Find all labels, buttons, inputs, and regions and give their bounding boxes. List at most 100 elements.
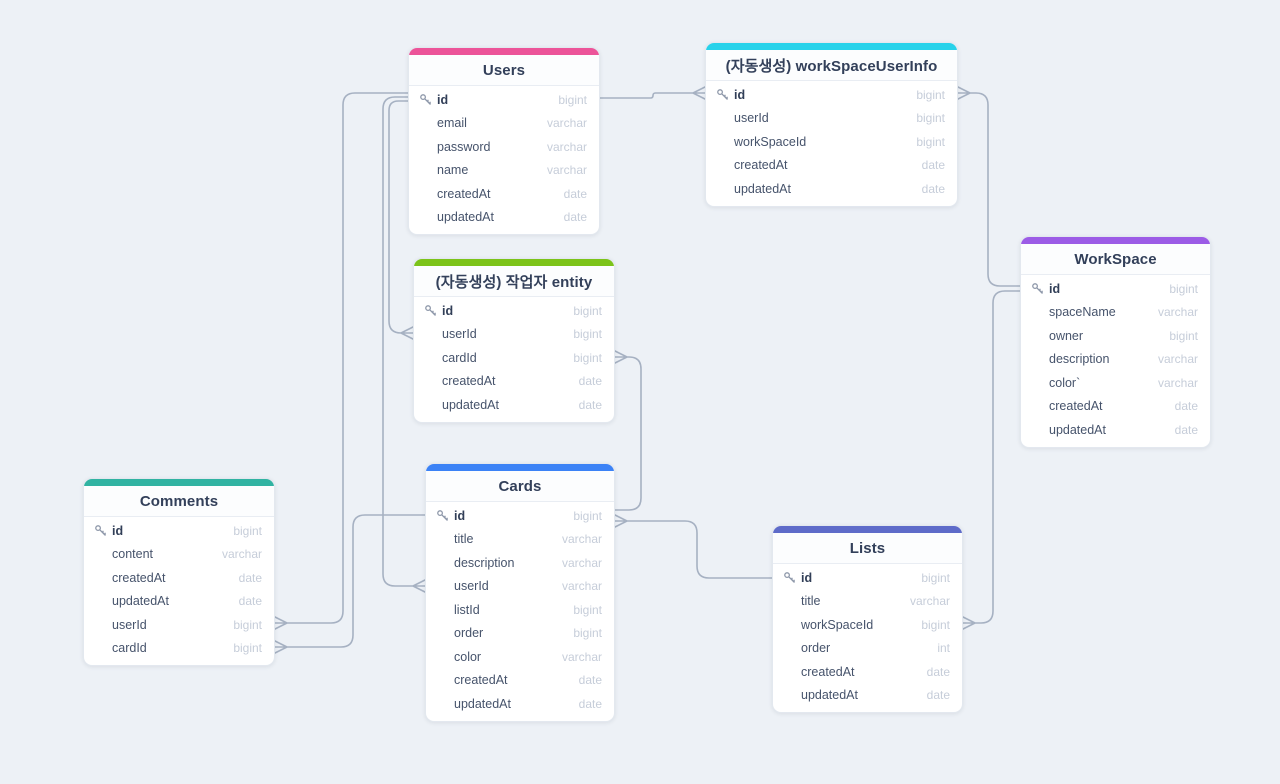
field-type: date	[921, 181, 945, 196]
table-title-lists[interactable]: Lists	[773, 533, 962, 564]
field-name: workSpaceId	[734, 134, 807, 149]
field-type: date	[578, 673, 602, 688]
field-type: varchar	[1157, 305, 1198, 320]
field-type: bigint	[921, 617, 950, 632]
field-name: password	[437, 139, 491, 154]
relation-cards_lists[interactable]	[614, 514, 773, 579]
field-type: varchar	[561, 579, 602, 594]
field-name: updatedAt	[734, 181, 791, 196]
field-type: bigint	[921, 570, 950, 585]
field-type: date	[578, 397, 602, 412]
field-workspace-user-info-updatedAt[interactable]: updatedAt date	[706, 177, 957, 201]
field-name: userId	[734, 111, 769, 126]
relation-users_comments-userid[interactable]	[274, 92, 409, 630]
table-title-comments[interactable]: Comments	[84, 486, 274, 517]
relation-lists-workspaceid_workspace[interactable]	[962, 290, 1021, 630]
field-type: bigint	[233, 523, 262, 538]
field-name: email	[437, 116, 467, 131]
field-name: createdAt	[454, 673, 508, 688]
relation-users-id_workspace-user-info[interactable]	[599, 86, 706, 100]
relation-users_worker-entity-userid[interactable]	[388, 100, 414, 340]
table-title-users[interactable]: Users	[409, 55, 599, 86]
field-name: id	[424, 304, 453, 318]
field-type: bigint	[573, 508, 602, 523]
relation-worker-entity-cardid_cards[interactable]	[614, 350, 642, 511]
field-name: order	[454, 626, 484, 641]
field-name: cardId	[112, 641, 147, 656]
field-cards-createdAt[interactable]: createdAt date	[426, 669, 614, 693]
relation-workspace-user-info_workspace[interactable]	[957, 86, 1021, 287]
field-name: id	[94, 524, 123, 538]
field-name: id	[436, 509, 465, 523]
field-name: userId	[454, 579, 489, 594]
field-cards-id[interactable]: id bigint	[426, 504, 614, 528]
field-type: date	[238, 594, 262, 609]
relation-users_cards-userid[interactable]	[382, 96, 426, 593]
field-name: createdAt	[734, 158, 788, 173]
field-lists-id[interactable]: id bigint	[773, 566, 962, 590]
field-name: cardId	[442, 350, 477, 365]
table-title-workspace[interactable]: WorkSpace	[1021, 244, 1210, 275]
table-title-worker-entity[interactable]: (자동생성) 작업자 entity	[414, 266, 614, 297]
field-cards-userId[interactable]: userId varchar	[426, 575, 614, 599]
table-title-cards[interactable]: Cards	[426, 471, 614, 502]
field-comments-id[interactable]: id bigint	[84, 519, 274, 543]
field-workspace-color[interactable]: color`varchar	[1021, 371, 1210, 395]
field-type: varchar	[561, 649, 602, 664]
table-accent-strip-lists	[773, 526, 962, 533]
primary-key-icon	[717, 89, 728, 101]
table-title-workspace-user-info[interactable]: (자동생성) workSpaceUserInfo	[706, 50, 957, 81]
relation-cards_comments-cardid[interactable]	[274, 514, 426, 654]
field-type: bigint	[573, 327, 602, 342]
field-name: id	[783, 571, 812, 585]
field-type: varchar	[561, 532, 602, 547]
field-type: varchar	[1157, 375, 1198, 390]
